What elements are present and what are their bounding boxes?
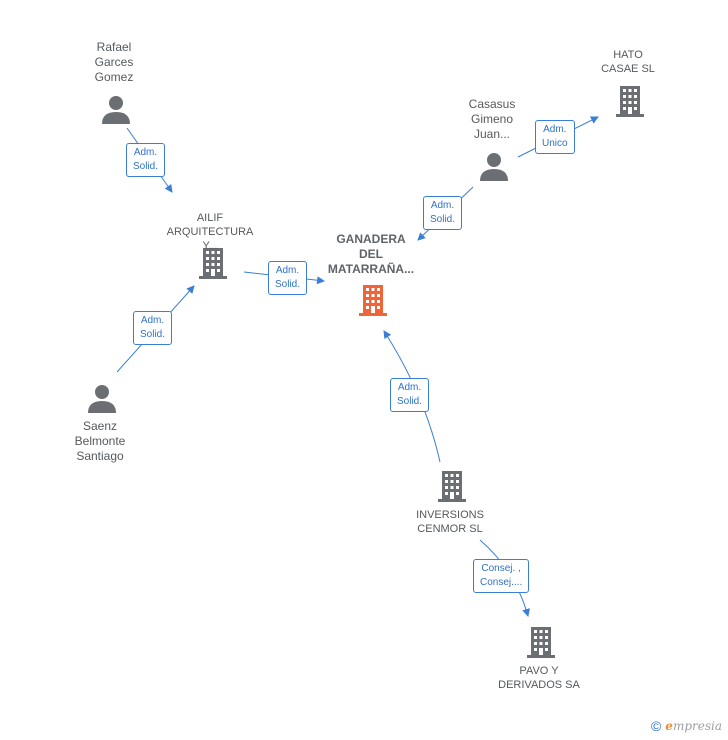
edge-badge-saenz-ailif[interactable]: Adm. Solid.: [133, 311, 173, 345]
edge-badge-ailif-ganadera[interactable]: Adm. Solid.: [268, 261, 308, 295]
node-label-ganadera[interactable]: GANADERA DEL MATARRAÑA...: [327, 232, 415, 276]
node-label-hato[interactable]: HATO CASAE SL: [601, 49, 655, 75]
node-label-casasus[interactable]: Casasus Gimeno Juan...: [468, 97, 516, 141]
building-icon[interactable]: [197, 246, 229, 280]
node-label-saenz[interactable]: Saenz Belmonte Santiago: [74, 419, 126, 463]
footer-brand: © empresia: [651, 718, 722, 734]
node-label-ailif[interactable]: AILIF ARQUITECTURA Y...: [166, 212, 254, 252]
node-label-rafael[interactable]: Rafael Garces Gomez: [94, 40, 134, 84]
main-company-icon[interactable]: [357, 283, 389, 317]
edge-badge-casasus-ganadera[interactable]: Adm. Solid.: [423, 196, 463, 230]
brand-logo: empresia: [665, 719, 722, 733]
node-label-pavo[interactable]: PAVO Y DERIVADOS SA: [498, 665, 580, 691]
node-label-inversions[interactable]: INVERSIONS CENMOR SL: [416, 509, 484, 535]
person-icon[interactable]: [101, 95, 131, 125]
building-icon[interactable]: [436, 469, 468, 503]
edge-badge-inversions-pavo[interactable]: Consej. , Consej....: [473, 559, 530, 593]
person-icon[interactable]: [479, 152, 509, 182]
edge-badge-casasus-hato[interactable]: Adm. Unico: [535, 120, 575, 154]
copyright-icon: ©: [650, 718, 662, 734]
building-icon[interactable]: [614, 84, 646, 118]
edge-badge-inversions-ganadera[interactable]: Adm. Solid.: [390, 378, 430, 412]
building-icon[interactable]: [525, 625, 557, 659]
person-icon[interactable]: [87, 384, 117, 414]
edge-badge-rafael-ailif[interactable]: Adm. Solid.: [126, 143, 166, 177]
